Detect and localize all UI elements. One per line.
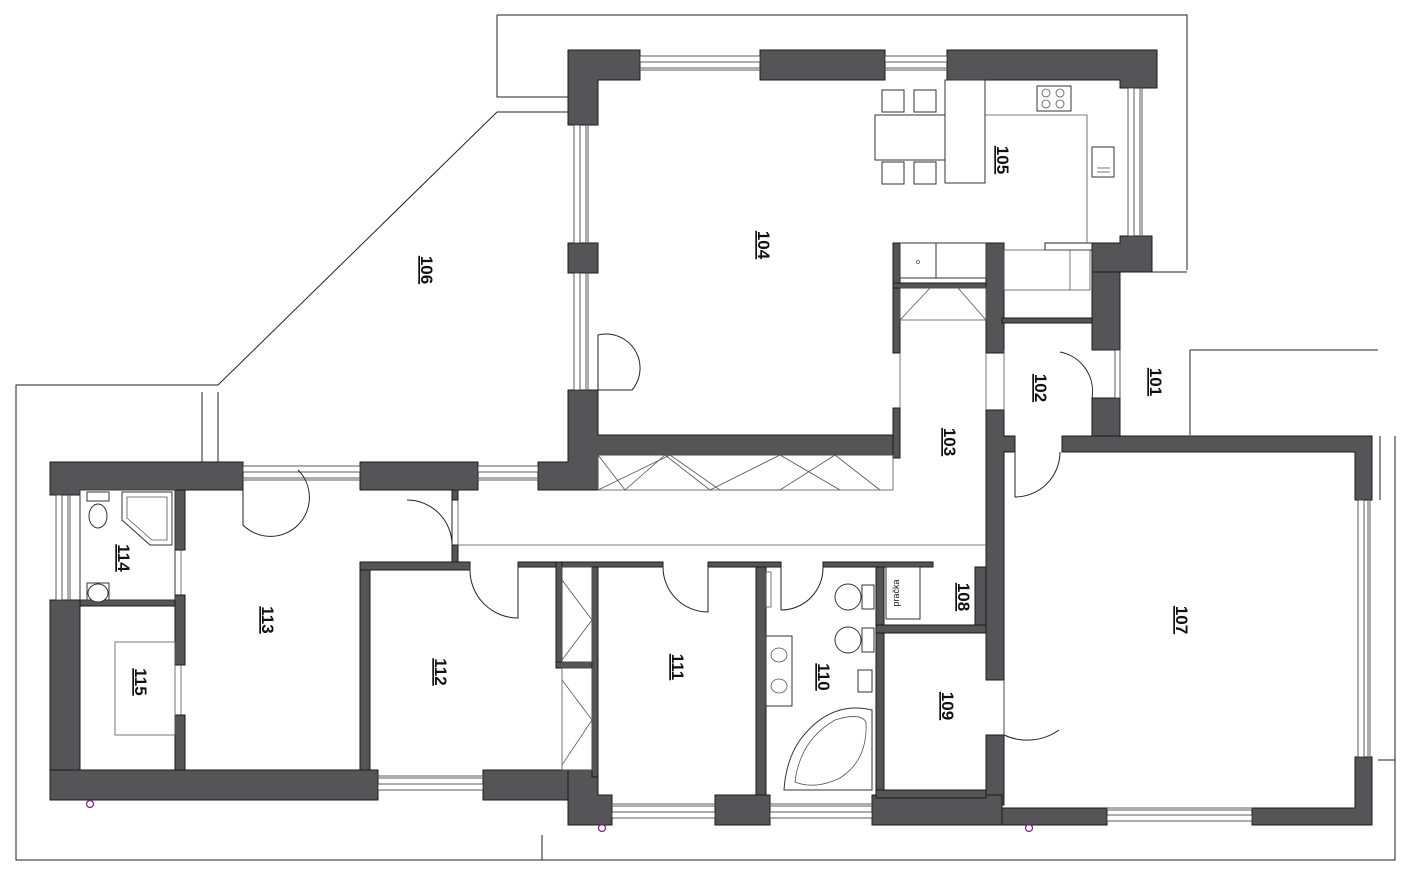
room-label-102: 102 <box>1031 374 1050 402</box>
room-label-103: 103 <box>940 428 959 456</box>
room-label-104: 104 <box>754 231 773 260</box>
room-label-109: 109 <box>938 692 957 720</box>
room-label-106: 106 <box>417 256 436 284</box>
doors <box>242 242 1115 741</box>
room-label-111: 111 <box>668 654 687 681</box>
room-label-107: 107 <box>1172 606 1191 634</box>
marker-icon <box>1024 823 1034 833</box>
windows <box>55 55 1371 822</box>
room-label-112: 112 <box>431 658 450 685</box>
kitchen <box>874 79 1115 279</box>
marker-icon <box>85 799 95 809</box>
room-label-101: 101 <box>1146 368 1165 396</box>
room-label-110: 110 <box>814 663 833 690</box>
room-label-114: 114 <box>114 544 133 572</box>
terrace-outline <box>15 14 1396 861</box>
built-ins <box>561 249 1091 771</box>
room-label-115: 115 <box>131 668 150 695</box>
bathroom-fixtures <box>79 489 921 791</box>
room-label-113: 113 <box>258 606 277 633</box>
room-label-105: 105 <box>993 146 1012 174</box>
room-labels: 101 102 103 104 105 106 107 108 109 110 … <box>114 146 1191 720</box>
walls <box>49 49 1373 826</box>
washer-label: pračka <box>891 579 901 606</box>
site-markers <box>85 799 1034 833</box>
room-label-108: 108 <box>954 583 973 611</box>
inner-lines <box>180 350 1005 735</box>
marker-icon <box>597 823 607 833</box>
